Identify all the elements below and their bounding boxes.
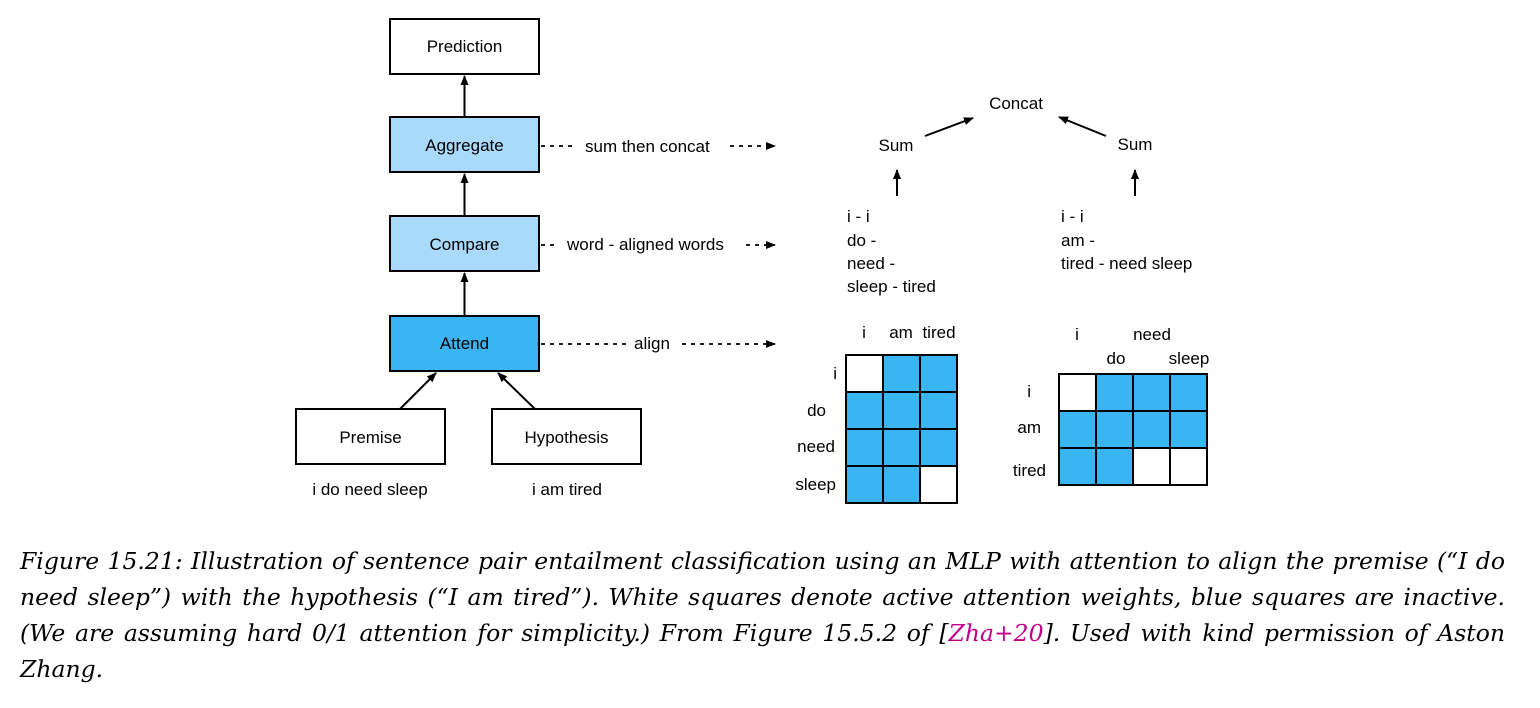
arrow-sum-right-to-concat: [1058, 116, 1107, 137]
matrix1-cell-active: [919, 465, 958, 504]
compare-label: Compare: [430, 235, 500, 254]
matrix2-cell-inactive: [1058, 447, 1097, 486]
sum-right-label: Sum: [1118, 135, 1153, 154]
matrix2-cell-inactive: [1169, 410, 1208, 449]
arrow-sum-left-to-concat: [924, 117, 974, 137]
citation-link[interactable]: Zha+20: [948, 619, 1044, 647]
prediction-label: Prediction: [427, 37, 503, 56]
matrix2-row-label: i: [1027, 382, 1031, 401]
figure-caption: Figure 15.21: Illustration of sentence p…: [20, 543, 1505, 687]
compare-pairs-left: i - i do - need - sleep - tired: [847, 207, 936, 296]
matrix2-col-label: need: [1133, 325, 1171, 344]
matrix1-col-label: tired: [922, 323, 955, 342]
compare-left-line: i - i: [847, 207, 870, 226]
matrix1-cell-inactive: [919, 391, 958, 430]
compare-left-line: do -: [847, 231, 876, 250]
matrix2-cell-inactive: [1095, 410, 1134, 449]
matrix1-row-label: sleep: [795, 475, 836, 494]
concat-label: Concat: [989, 94, 1043, 113]
compare-right-line: am -: [1061, 231, 1095, 250]
matrix2-cell-inactive: [1132, 410, 1171, 449]
matrix1-col-label: am: [889, 323, 913, 342]
arrow-premise-to-attend: [399, 372, 437, 410]
caption-text-end: ]. Used with kind permission of Aston Zh…: [20, 619, 1505, 683]
sum-left-label: Sum: [879, 136, 914, 155]
compare-box: Compare: [389, 215, 540, 272]
matrix2-cell-inactive: [1095, 373, 1134, 412]
hypothesis-box: Hypothesis: [491, 408, 642, 465]
connector-aggregate-label: sum then concat: [585, 137, 710, 156]
matrix1-cell-inactive: [919, 354, 958, 393]
matrix2-cell-inactive: [1058, 410, 1097, 449]
attention-matrix-premise: i am tired i do need sleep: [795, 323, 958, 504]
compare-left-line: need -: [847, 254, 895, 273]
matrix2-cell-active: [1132, 447, 1171, 486]
aggregate-box: Aggregate: [389, 116, 540, 173]
matrix1-cell-inactive: [882, 428, 921, 467]
matrix2-col-label: i: [1075, 325, 1079, 344]
matrix1-col-label: i: [862, 323, 866, 342]
prediction-box: Prediction: [389, 18, 540, 75]
matrix2-cell-inactive: [1132, 373, 1171, 412]
hypothesis-sentence: i am tired: [532, 480, 602, 499]
attend-label: Attend: [440, 334, 489, 353]
compare-pairs-right: i - i am - tired - need sleep: [1061, 207, 1192, 273]
matrix2-cell-inactive: [1095, 447, 1134, 486]
hypothesis-label: Hypothesis: [524, 428, 608, 447]
matrix1-cell-active: [845, 354, 884, 393]
premise-sentence: i do need sleep: [312, 480, 427, 499]
matrix2-col-label: sleep: [1169, 349, 1210, 368]
aggregate-label: Aggregate: [425, 136, 503, 155]
matrix1-cell-inactive: [882, 391, 921, 430]
matrix1-cell-inactive: [919, 428, 958, 467]
matrix2-row-label: am: [1017, 418, 1041, 437]
caption-text: Figure 15.21: Illustration of sentence p…: [20, 547, 1505, 647]
matrix1-cell-inactive: [845, 465, 884, 504]
matrix1-cells: [845, 354, 958, 504]
connector-compare: word - aligned words: [541, 235, 776, 254]
arrow-hypothesis-to-attend: [497, 372, 536, 410]
matrix2-cell-active: [1058, 373, 1097, 412]
connector-attend: align: [541, 334, 776, 353]
matrix1-row-label: i: [833, 364, 837, 383]
matrix1-row-label: do: [807, 401, 826, 420]
compare-left-line: sleep - tired: [847, 277, 936, 296]
matrix2-row-label: tired: [1013, 461, 1046, 480]
matrix1-cell-inactive: [845, 428, 884, 467]
matrix2-cells: [1058, 373, 1208, 486]
matrix2-cell-active: [1169, 447, 1208, 486]
connector-attend-label: align: [634, 334, 670, 353]
attention-matrix-hypothesis: i do need sleep i am tired: [1013, 325, 1210, 486]
connector-compare-label: word - aligned words: [566, 235, 724, 254]
matrix1-cell-inactive: [882, 465, 921, 504]
connector-aggregate: sum then concat: [541, 137, 776, 156]
matrix2-cell-inactive: [1169, 373, 1208, 412]
compare-right-line: i - i: [1061, 207, 1084, 226]
premise-box: Premise: [295, 408, 446, 465]
compare-right-line: tired - need sleep: [1061, 254, 1192, 273]
attend-box: Attend: [389, 315, 540, 372]
attention-diagram: Prediction Aggregate Compare Attend Prem…: [295, 18, 1210, 504]
matrix1-cell-inactive: [882, 354, 921, 393]
matrix1-cell-inactive: [845, 391, 884, 430]
premise-label: Premise: [339, 428, 401, 447]
matrix1-row-label: need: [797, 437, 835, 456]
matrix2-col-label: do: [1107, 349, 1126, 368]
